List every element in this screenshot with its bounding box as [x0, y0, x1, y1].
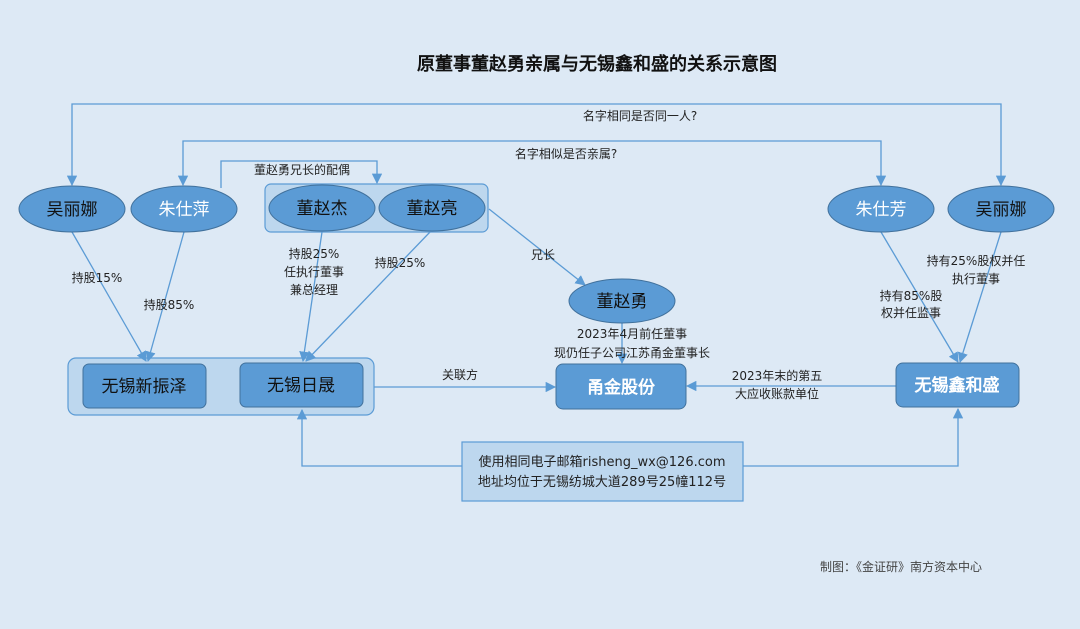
label-yong-line1: 2023年4月前任董事 [577, 326, 687, 341]
node-wu-lina-left[interactable] [18, 185, 126, 233]
label-liang-25: 持股25% [375, 255, 426, 270]
shared-info-line1: 使用相同电子邮箱risheng_wx@126.com [479, 454, 726, 470]
label-zhu-85: 持股85% [144, 297, 195, 312]
label-spouse: 董赵勇兄长的配偶 [254, 162, 350, 177]
label-fang-line1: 持有85%股 [880, 288, 943, 303]
node-zhu-shifang[interactable] [827, 185, 935, 233]
label-wu-15: 持股15% [72, 270, 123, 285]
edge-jie-to-risheng [299, 231, 323, 363]
node-zhu-shifang-label: 朱仕芳 [856, 200, 907, 220]
label-same-name: 名字相同是否同一人? [583, 108, 697, 123]
node-wuxi-xinhesheng[interactable] [895, 362, 1020, 408]
label-jie-line2: 任执行董事 [284, 265, 344, 279]
node-wuxi-xinhesheng-label: 无锡鑫和盛 [914, 375, 1000, 396]
label-elder-brother: 兄长 [531, 248, 555, 262]
label-receivable-line1: 2023年末的第五 [732, 368, 823, 383]
shared-info-line2: 地址均位于无锡纺城大道289号25幢112号 [478, 474, 726, 490]
label-wu-right-line2: 执行董事 [952, 272, 1000, 286]
node-dong-zhaoliang[interactable] [378, 184, 486, 232]
node-wuxi-xinzhenze-label: 无锡新振泽 [102, 377, 187, 397]
edge-liang-to-risheng [305, 231, 431, 362]
label-jie-line3: 兼总经理 [290, 283, 338, 297]
node-zhu-shiping[interactable] [130, 185, 238, 233]
node-dong-zhaojie[interactable] [268, 184, 376, 232]
label-fang-line2: 权并任监事 [881, 306, 941, 320]
edge-spouse [220, 160, 383, 188]
edge-fang-to-xinhesheng [880, 231, 959, 363]
node-wu-lina-right[interactable] [947, 185, 1055, 233]
edge-wu-to-xinzhenze [71, 231, 147, 362]
label-receivable-line2: 大应收账款单位 [735, 386, 819, 401]
node-dong-zhaoliang-label: 董赵亮 [407, 199, 458, 219]
node-zhu-shiping-label: 朱仕萍 [159, 200, 210, 220]
label-similar-name: 名字相似是否亲属? [515, 146, 617, 161]
credit-text: 制图：《金证研》南方资本中心 [820, 559, 982, 574]
node-wuxi-xinzhenze[interactable] [82, 363, 207, 409]
node-wuxi-risheng[interactable] [239, 362, 364, 408]
node-wu-lina-right-label: 吴丽娜 [976, 200, 1027, 220]
label-related-party: 关联方 [442, 367, 478, 382]
shared-info-box [461, 441, 744, 502]
diagram-title: 原董事董赵勇亲属与无锡鑫和盛的关系示意图 [417, 53, 777, 75]
edge-elder-brother [488, 208, 586, 286]
node-wuxi-risheng-label: 无锡日晟 [267, 376, 335, 396]
node-dong-zhaojie-label: 董赵杰 [297, 199, 348, 219]
label-jie-line1: 持股25% [289, 246, 340, 261]
node-yongjin-label: 甬金股份 [587, 377, 656, 398]
label-yong-line2: 现仍任子公司江苏甬金董事长 [554, 345, 710, 360]
edge-wu-right-to-xinhesheng [957, 231, 1002, 363]
label-wu-right-line1: 持有25%股权并任 [927, 253, 1026, 268]
node-yongjin[interactable] [555, 363, 687, 410]
edge-similar-name [177, 140, 887, 187]
edge-same-name [66, 103, 1007, 187]
node-dong-zhaoyong[interactable] [568, 278, 676, 324]
edge-zhu-to-xinzhenze [145, 231, 185, 363]
node-dong-zhaoyong-label: 董赵勇 [597, 292, 648, 312]
node-wu-lina-left-label: 吴丽娜 [47, 200, 98, 220]
